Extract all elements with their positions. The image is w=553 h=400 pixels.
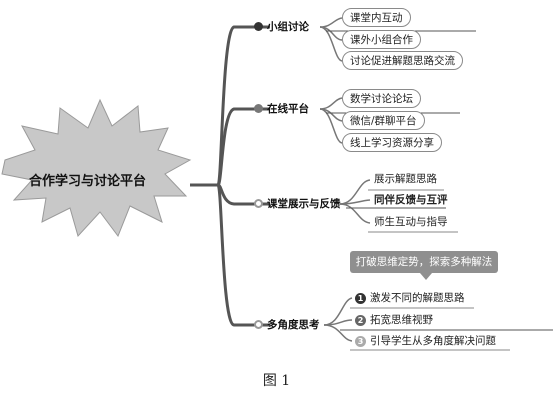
branch-4-bullet xyxy=(254,320,263,329)
branch-1-bullet xyxy=(254,22,263,31)
branch-4-callout: 打破思维定势，探索多种解法 xyxy=(350,251,498,273)
branch-4-title: 多角度思考 xyxy=(267,319,320,331)
branch-1-leaf-2: 课外小组合作 xyxy=(342,30,421,49)
branch-2-bullet xyxy=(254,104,263,113)
branch-4-leaf-3: 引导学生从多角度解决问题 xyxy=(370,335,496,347)
branch-3-leaf-1: 展示解题思路 xyxy=(374,173,437,185)
callout-tail xyxy=(420,273,432,280)
number-badge-3: 3 xyxy=(355,336,366,347)
branch-3-title: 课堂展示与反馈 xyxy=(267,198,341,210)
branch-1-title: 小组讨论 xyxy=(267,21,309,33)
figure-caption: 图 1 xyxy=(262,373,291,389)
central-starburst-shape xyxy=(1,98,192,238)
branch-4-leaf-2: 拓宽思维视野 xyxy=(370,314,433,326)
branch-3-bullet xyxy=(254,199,263,208)
number-badge-2: 2 xyxy=(355,315,366,326)
branch-2-leaf-1: 数学讨论论坛 xyxy=(342,89,421,108)
branch-2-leaf-2: 微信/群聊平台 xyxy=(342,111,425,130)
branch-1-leaf-3: 讨论促进解题思路交流 xyxy=(342,51,463,70)
branch-3-leaf-2: 同伴反馈与互评 xyxy=(374,194,448,206)
branch-1-leaf-1: 课堂内互动 xyxy=(342,8,411,27)
branch-4-leaf-1: 激发不同的解题思路 xyxy=(370,292,465,304)
central-topic: 合作学习与讨论平台 xyxy=(29,174,147,189)
branch-3-leaf-3: 师生互动与指导 xyxy=(374,216,448,228)
number-badge-1: 1 xyxy=(355,293,366,304)
branch-2-title: 在线平台 xyxy=(267,103,309,115)
branch-2-leaf-3: 线上学习资源分享 xyxy=(342,133,442,152)
